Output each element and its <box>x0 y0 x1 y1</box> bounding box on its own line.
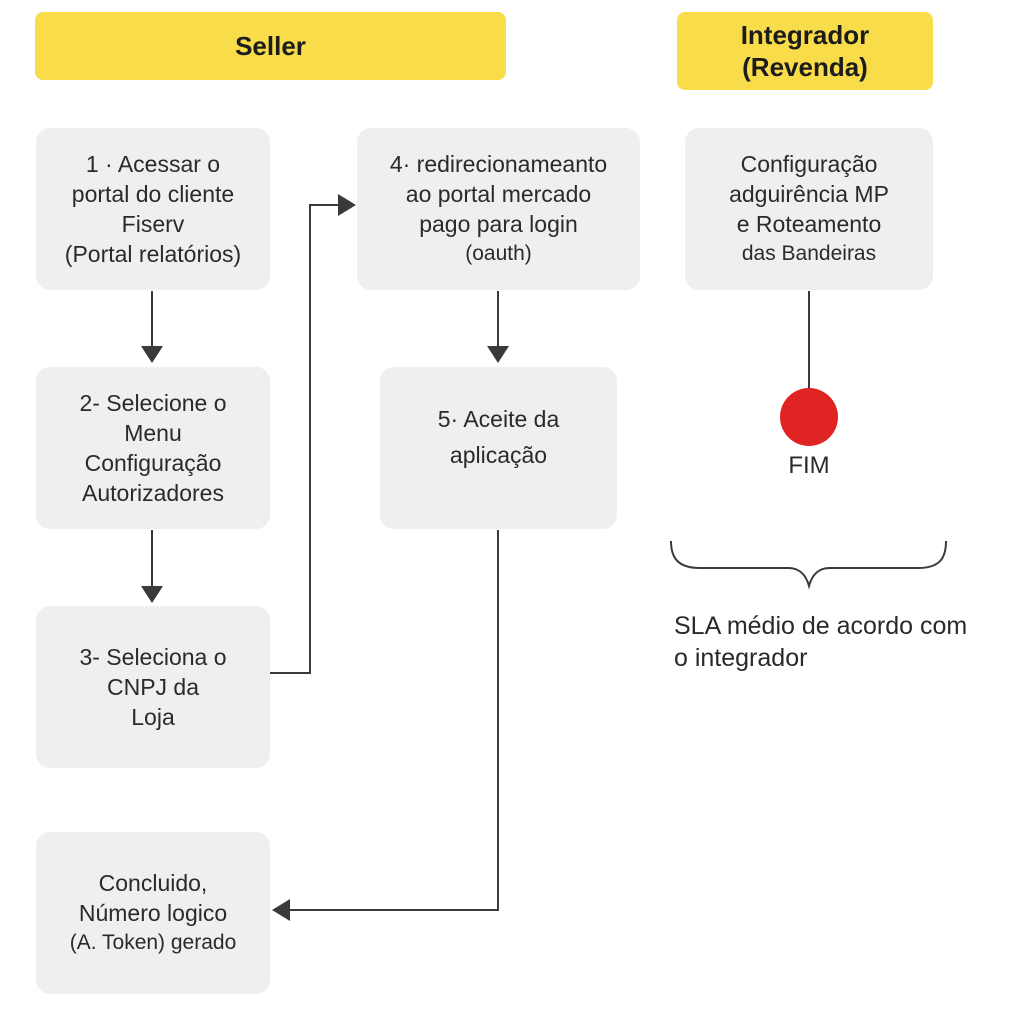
step-3-line: 3- Seleciona o <box>79 644 227 670</box>
step-3-line: Loja <box>131 704 175 730</box>
arrowhead-step2 <box>141 346 163 363</box>
integrador-config-line: das Bandeiras <box>741 242 877 265</box>
step-2-line: Menu <box>124 420 182 446</box>
concluido-line: Número logico <box>78 900 228 926</box>
seller-header: Seller <box>35 12 506 80</box>
integrador-config-line: adguirência MP <box>729 181 889 207</box>
seller-header-label: Seller <box>235 30 306 61</box>
step-5-line: aplicação <box>449 442 548 468</box>
end-node <box>780 388 838 446</box>
integrador-config-box: Configuração adguirência MP e Roteamento… <box>685 128 933 290</box>
sla-curly-brace <box>670 540 947 590</box>
step-5-text: 5· Aceite da aplicação <box>438 401 559 473</box>
step-1-line: 1 · Acessar o <box>85 151 221 177</box>
integrador-config-text: Configuração adguirência MP e Roteamento… <box>729 149 889 269</box>
step-4-line: pago para login <box>419 211 578 237</box>
integrador-config-line: Configuração <box>740 151 878 177</box>
arrowhead-step3 <box>141 586 163 603</box>
integrador-header-line1: Integrador <box>740 19 870 50</box>
integrador-config-line: e Roteamento <box>736 211 882 237</box>
step-4-line: ao portal mercado <box>405 181 592 207</box>
step-2-line: 2- Selecione o <box>79 390 227 416</box>
step-1-line: Fiserv <box>121 211 185 237</box>
arrowhead-concluido <box>272 899 290 921</box>
concluido-text: Concluido, Número logico (A. Token) gera… <box>70 868 237 958</box>
step-1-line: portal do cliente <box>71 181 235 207</box>
concluido-line: (A. Token) gerado <box>69 931 237 954</box>
integrador-header: Integrador (Revenda) <box>677 12 933 90</box>
step-1-text: 1 · Acessar o portal do cliente Fiserv (… <box>65 149 241 269</box>
step-1-box: 1 · Acessar o portal do cliente Fiserv (… <box>36 128 270 290</box>
step-2-line: Autorizadores <box>82 480 224 506</box>
step-5-box: 5· Aceite da aplicação <box>380 367 617 529</box>
step-5-line: 5· Aceite da <box>437 406 560 432</box>
step-3-text: 3- Seleciona o CNPJ da Loja <box>79 642 226 732</box>
step-3-box: 3- Seleciona o CNPJ da Loja <box>36 606 270 768</box>
step-4-box: 4· redirecionameanto ao portal mercado p… <box>357 128 640 290</box>
sla-line-2: o integrador <box>674 644 808 672</box>
arrowhead-step5 <box>487 346 509 363</box>
step-4-line: 4· redirecionameanto <box>389 151 608 177</box>
arrow-step3-to-step4 <box>270 204 340 674</box>
arrowhead-step4 <box>338 194 356 216</box>
sla-note: SLA médio de acordo com o integrador <box>674 610 1014 674</box>
step-4-text: 4· redirecionameanto ao portal mercado p… <box>390 149 607 269</box>
step-2-box: 2- Selecione o Menu Configuração Autoriz… <box>36 367 270 529</box>
concluido-box: Concluido, Número logico (A. Token) gera… <box>36 832 270 994</box>
arrow-step5-to-concluido <box>288 530 499 911</box>
step-3-line: CNPJ da <box>106 674 200 700</box>
step-4-line: (oauth) <box>465 242 532 265</box>
end-label: FIM <box>788 452 830 479</box>
integrador-header-line2: (Revenda) <box>742 52 868 82</box>
step-2-text: 2- Selecione o Menu Configuração Autoriz… <box>79 388 226 508</box>
concluido-line: Concluido, <box>98 870 208 896</box>
sla-line-1: SLA médio de acordo com <box>674 612 968 640</box>
step-2-line: Configuração <box>84 450 222 476</box>
step-1-line: (Portal relatórios) <box>64 241 242 267</box>
